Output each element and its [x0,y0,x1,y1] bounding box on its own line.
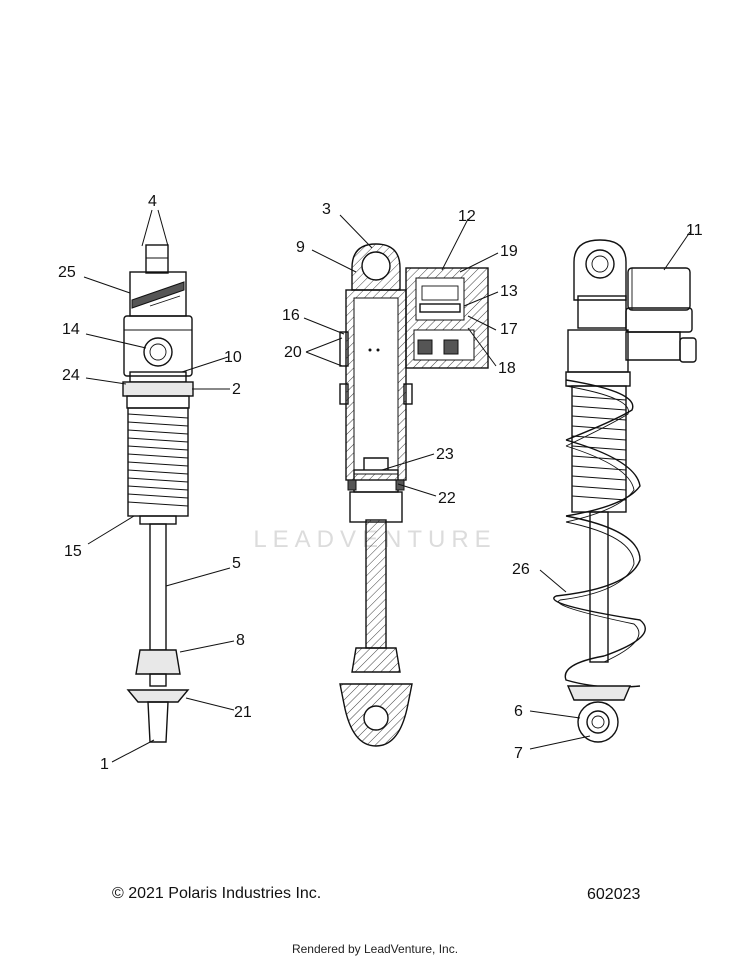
callout-20: 20 [284,344,302,361]
callout-9: 9 [296,239,305,256]
bumper-section [351,647,401,673]
callout-26: 26 [512,561,530,578]
body-end-cap [139,515,177,525]
washer [126,689,190,703]
callout-4: 4 [148,193,157,210]
callout-19: 19 [500,243,518,260]
top-bushing [361,251,391,281]
coil-spring [553,379,646,688]
callout-3: 3 [322,201,331,218]
shaft-section [365,519,387,649]
lower-mount [147,701,169,743]
remote-reservoir [627,267,691,311]
callout-23: 23 [436,446,454,463]
piston [419,303,461,313]
rendered-by-text: Rendered by LeadVenture, Inc. [291,942,459,956]
callout-5: 5 [232,555,241,572]
callout-11: 11 [686,222,703,239]
adjuster-knob [143,337,173,367]
center-shock-section [339,243,489,747]
callout-21: 21 [234,704,252,721]
callout-12: 12 [458,208,476,225]
callout-1: 1 [100,756,109,773]
leader-lines [83,209,691,763]
shaft [149,523,167,651]
lower-eye [577,701,619,743]
callout-labels: 4 25 14 10 24 2 15 5 8 21 1 3 9 16 20 12… [58,193,703,773]
callout-13: 13 [500,283,518,300]
top-eye [573,239,627,301]
drawing-number: 602023 [587,886,641,903]
callout-16: 16 [282,307,300,324]
copyright-text: © 2021 Polaris Industries Inc. [112,885,322,902]
callout-14: 14 [62,321,80,338]
schrader-valve [145,244,169,274]
callout-18: 18 [498,360,516,377]
preload-collar [122,381,194,397]
callout-2: 2 [232,381,241,398]
callout-17: 17 [500,321,518,338]
callout-8: 8 [236,632,245,649]
callout-24: 24 [62,367,80,384]
callout-22: 22 [438,490,456,507]
callout-7: 7 [514,745,523,762]
shock-body-head [123,315,193,377]
callout-6: 6 [514,703,523,720]
bump-stop [135,649,181,675]
callout-25: 25 [58,264,76,281]
callout-15: 15 [64,543,82,560]
right-shock-assembly [553,239,697,743]
body-head [567,329,629,373]
side-fitting [339,331,349,367]
left-shock-assembly [122,244,194,743]
callout-10: 10 [224,349,242,366]
